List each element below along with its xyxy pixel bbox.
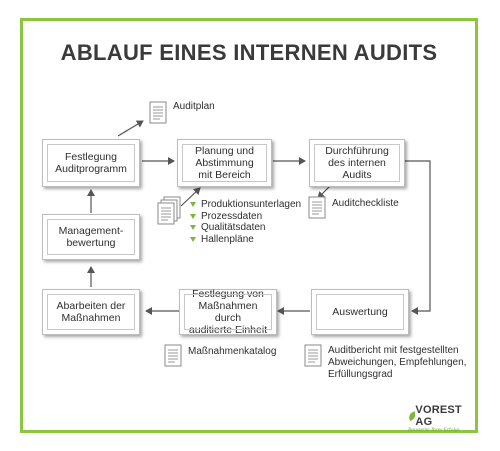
arrow-durchfuehrung-to-auswertung [404, 160, 431, 315]
document-auditcheckliste: Auditcheckliste [332, 198, 399, 209]
list-item: Qualitätsdaten [190, 222, 301, 234]
bullet-triangle-icon [190, 225, 196, 231]
box-label: Festlegung von Maßnahmen durch auditiert… [188, 288, 268, 336]
document-auditplan: Auditplan [173, 101, 215, 112]
list-item-label: Hallenpläne [201, 233, 254, 245]
box-planung: Planung und Abstimmung mit Bereich [177, 139, 272, 187]
list-item: Prozessdaten [190, 211, 301, 223]
logo-slogan: Bausteine Ihres Erfolgs [408, 427, 460, 433]
box-durchfuehrung: Durchführung des internen Audits [309, 139, 405, 187]
bullet-triangle-icon [190, 236, 196, 242]
box-label: Management- bewertung [58, 225, 124, 249]
diagram-title: ABLAUF EINES INTERNEN AUDITS [60, 40, 438, 65]
document-icon [149, 101, 167, 124]
document-auditbericht: Auditbericht mit festgestellten Abweichu… [328, 345, 467, 380]
logo-name: VOREST AG [415, 404, 462, 428]
box-festlegung-massnahmen: Festlegung von Maßnahmen durch auditiert… [179, 288, 277, 336]
list-item: Produktionsunterlagen [190, 199, 301, 211]
box-label: Auswertung [332, 306, 388, 318]
arrow-inputs-to-planung [180, 187, 201, 207]
arrow-durchfuehrung-to-checkliste [317, 185, 331, 199]
list-item: Hallenpläne [190, 234, 301, 246]
document-massnahmenkatalog: Maßnahmenkatalog [188, 346, 277, 357]
vorest-logo: VOREST AG Bausteine Ihres Erfolgs [408, 404, 470, 433]
box-label: Abarbeiten der Maßnahmen [56, 300, 126, 324]
list-item-label: Prozessdaten [201, 210, 263, 222]
box-festlegung-auditprogramm: Festlegung Auditprogramm [42, 139, 140, 187]
bullet-triangle-icon [190, 213, 196, 219]
arrow-programm-to-auditplan [117, 120, 144, 137]
box-managementbewertung: Management- bewertung [42, 214, 140, 260]
bullet-triangle-icon [190, 202, 196, 208]
list-item-label: Produktionsunterlagen [201, 199, 302, 210]
document-icon [308, 196, 326, 219]
document-stack-icon [157, 196, 181, 225]
box-abarbeiten: Abarbeiten der Maßnahmen [42, 289, 140, 335]
box-label: Festlegung Auditprogramm [55, 151, 127, 175]
leaf-icon [409, 411, 416, 421]
box-label: Planung und Abstimmung mit Bereich [195, 145, 254, 181]
box-label: Durchführung des internen Audits [325, 145, 389, 181]
planning-inputs-list: Produktionsunterlagen Prozessdaten Quali… [190, 199, 301, 245]
list-item-label: Qualitätsdaten [201, 222, 266, 233]
document-icon [304, 344, 322, 367]
document-icon [164, 344, 182, 367]
box-auswertung: Auswertung [311, 289, 409, 335]
